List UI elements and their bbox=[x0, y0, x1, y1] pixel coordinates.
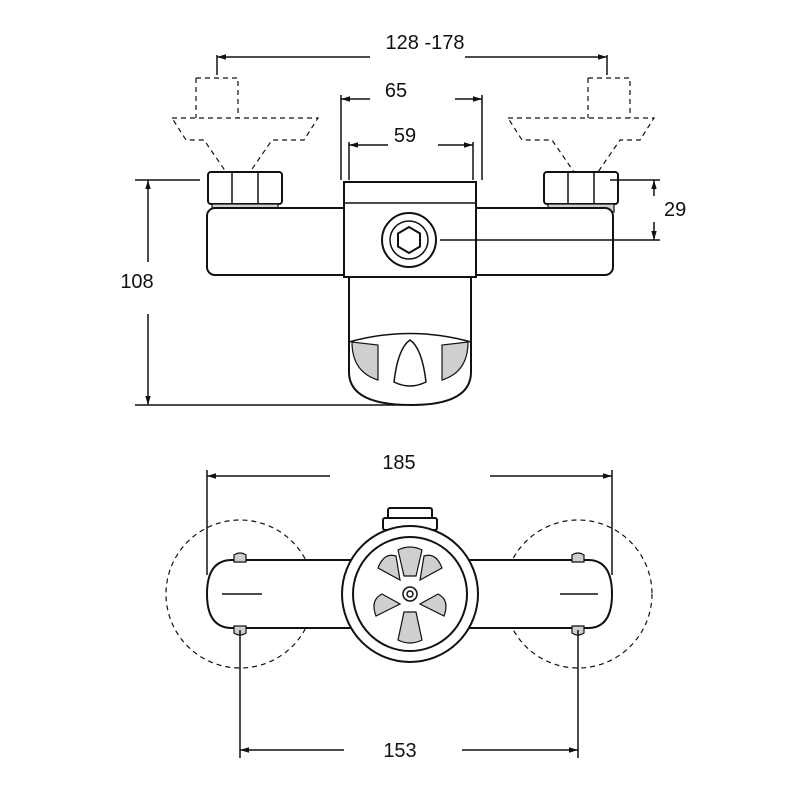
left-inlet-dashed bbox=[170, 77, 320, 173]
dimension-inner-width: 59 bbox=[349, 125, 473, 148]
dimension-outer-width: 65 bbox=[341, 80, 482, 102]
plan-view: 185 153 bbox=[165, 452, 653, 762]
dimension-center-distance-label: 153 bbox=[383, 740, 416, 762]
dimension-nut-height-label: 29 bbox=[664, 199, 686, 221]
dimension-inner-width-label: 59 bbox=[394, 125, 416, 147]
dimension-nut-height: 29 bbox=[651, 180, 686, 240]
plan-knob bbox=[341, 525, 479, 663]
dimension-outer-width-label: 65 bbox=[385, 80, 407, 102]
hex-outlet bbox=[381, 212, 437, 268]
center-housing bbox=[343, 181, 477, 278]
dimension-total-height-label: 108 bbox=[120, 271, 153, 293]
left-nut bbox=[207, 171, 283, 213]
right-flange-dashed bbox=[503, 519, 653, 669]
dimension-center-distance: 153 bbox=[240, 740, 578, 762]
dimension-plan-width-label: 185 bbox=[382, 452, 415, 474]
thermostat-knob bbox=[348, 276, 472, 407]
right-inlet-dashed bbox=[506, 77, 656, 173]
dimension-plan-width: 185 bbox=[207, 452, 612, 479]
dimension-top-span: 128 -178 bbox=[217, 32, 607, 60]
front-view: 128 -178 65 59 29 108 bbox=[120, 32, 686, 407]
dimension-top-span-label: 128 -178 bbox=[386, 32, 465, 54]
dimension-total-height: 108 bbox=[120, 180, 154, 405]
right-nut bbox=[543, 171, 619, 213]
